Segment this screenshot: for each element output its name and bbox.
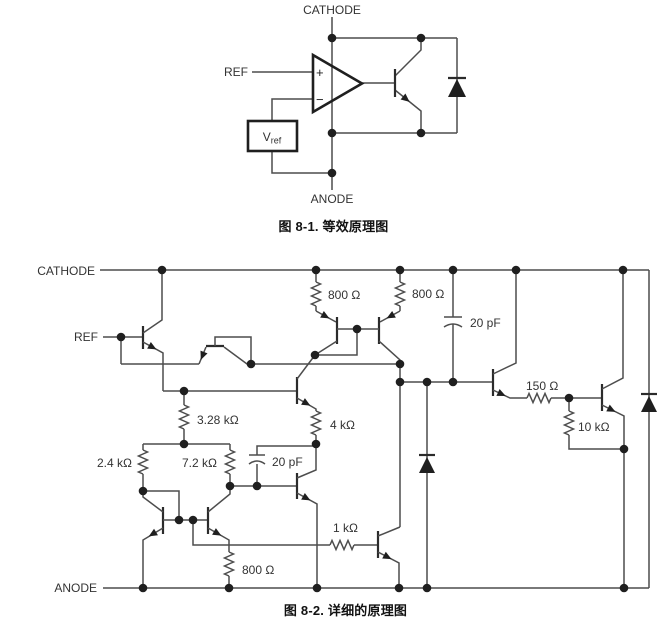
c20-mid-label: 20 pF [272, 455, 303, 469]
r3-28k-resistor: 3.28 kΩ [177, 391, 239, 444]
emitter-arrow [147, 341, 157, 350]
c20-mid-capacitor: 20 pF [230, 444, 317, 487]
fig2-ref-label: REF [74, 330, 98, 344]
r7-2k-label: 7.2 kΩ [182, 456, 217, 470]
emitter-arrow [320, 310, 330, 319]
r800-top-right-label: 800 Ω [412, 287, 444, 301]
pnp-mirror-left: 800 Ω [309, 270, 360, 356]
emitter-arrow [386, 310, 396, 319]
fig1-ref-label: REF [224, 65, 248, 79]
vref-label: Vref [263, 130, 282, 146]
emitter-arrow [200, 350, 208, 360]
fig1-wires [252, 17, 458, 190]
opamp-plus-label: + [316, 65, 324, 80]
r2-4k-label: 2.4 kΩ [97, 456, 132, 470]
cathode-rail [100, 269, 650, 588]
middle-diode [419, 382, 435, 588]
q1-input-npn [103, 270, 297, 392]
figure-8-1-equivalent-schematic: + − Vref CATHODE REF ANODE [224, 3, 466, 206]
r1k-label: 1 kΩ [333, 521, 358, 535]
fig2-anode-label: ANODE [54, 581, 97, 595]
fig2-junction-dots [116, 265, 629, 593]
emitter-arrow [148, 528, 158, 537]
r7-2k-resistor: 7.2 kΩ [182, 444, 237, 486]
q8-mirror-npn: 800 Ω [206, 486, 274, 588]
fig2-cathode-label: CATHODE [37, 264, 95, 278]
c20-top-capacitor: 20 pF [443, 270, 501, 382]
npn-transistor [393, 69, 410, 102]
figure2-caption: 图 8-2. 详细的原理图 [12, 600, 667, 619]
emitter-arrow [382, 551, 392, 560]
r10k-resistor: 10 kΩ [562, 398, 624, 450]
r150-label: 150 Ω [526, 379, 558, 393]
q7-mirror-npn [142, 490, 208, 588]
pnp-mirror-base-tie [315, 328, 379, 356]
emitter-arrow [496, 388, 506, 396]
emitter-arrow [606, 404, 616, 412]
q3-gain-npn: 4 kΩ [295, 354, 355, 444]
emitter-arrow [301, 398, 311, 406]
vref-box: Vref [246, 119, 299, 153]
figure1-caption-number: 图 8-1. [278, 219, 319, 234]
figure-8-2-detailed-schematic: 800 Ω 800 Ω 4 kΩ [37, 264, 657, 595]
pnp-mirror-right: 800 Ω [377, 270, 444, 364]
opamp-minus-label: − [316, 92, 324, 107]
emitter-arrow [212, 528, 222, 536]
c20-top-label: 20 pF [470, 316, 501, 330]
q4-npn [295, 444, 318, 588]
q6-output-npn [600, 270, 625, 588]
first-stage-output-net [399, 364, 493, 527]
fig1-junction-dots [327, 33, 426, 178]
protection-diode [448, 76, 466, 97]
q9-npn [376, 526, 401, 588]
r3-28k-label: 3.28 kΩ [197, 413, 239, 427]
figure1-caption: 图 8-1. 等效原理图 [0, 216, 667, 235]
emitter-arrow [301, 492, 311, 501]
figure2-caption-title: 详细的原理图 [327, 603, 408, 618]
r800-top-left-label: 800 Ω [328, 288, 360, 302]
r4k-label: 4 kΩ [330, 418, 355, 432]
r10k-label: 10 kΩ [578, 420, 610, 434]
opamp: + − [311, 52, 365, 115]
figure2-caption-number: 图 8-2. [283, 603, 325, 618]
r1k-resistor: 1 kΩ [192, 520, 378, 552]
emitter-arrow [400, 93, 410, 102]
r2-4k-resistor: 2.4 kΩ [97, 444, 150, 491]
fig1-anode-label: ANODE [311, 192, 354, 206]
r800-bottom-label: 800 Ω [242, 563, 274, 577]
q5-driver-npn: 150 Ω [491, 270, 602, 405]
fig1-cathode-label: CATHODE [303, 3, 361, 17]
right-diode [641, 392, 657, 412]
figure1-caption-title: 等效原理图 [322, 219, 389, 234]
